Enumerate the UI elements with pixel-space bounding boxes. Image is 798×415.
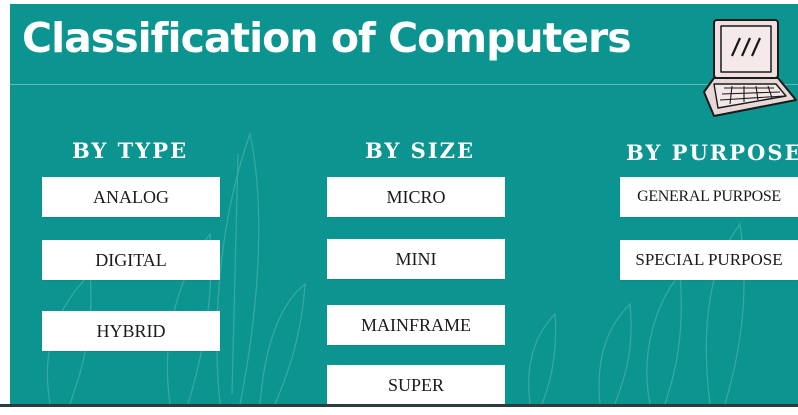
laptop-icon <box>703 19 797 117</box>
classification-poster: Classification of Computers BY TYPE ANAL… <box>10 4 798 404</box>
item-hybrid: HYBRID <box>42 311 220 351</box>
item-super: SUPER <box>327 365 505 404</box>
item-micro: MICRO <box>327 177 505 217</box>
heading-by-type: BY TYPE <box>72 138 189 163</box>
item-general-purpose: GENERAL PURPOSE <box>620 177 798 217</box>
item-mini: MINI <box>327 239 505 279</box>
item-digital: DIGITAL <box>42 240 220 280</box>
item-analog: ANALOG <box>42 177 220 217</box>
heading-by-size: BY SIZE <box>365 138 476 163</box>
item-mainframe: MAINFRAME <box>327 305 505 345</box>
title-divider <box>10 84 798 85</box>
bottom-border <box>0 404 798 407</box>
heading-by-purpose: BY PURPOSE <box>626 140 798 165</box>
item-special-purpose: SPECIAL PURPOSE <box>620 240 798 280</box>
page-title: Classification of Computers <box>22 14 632 62</box>
